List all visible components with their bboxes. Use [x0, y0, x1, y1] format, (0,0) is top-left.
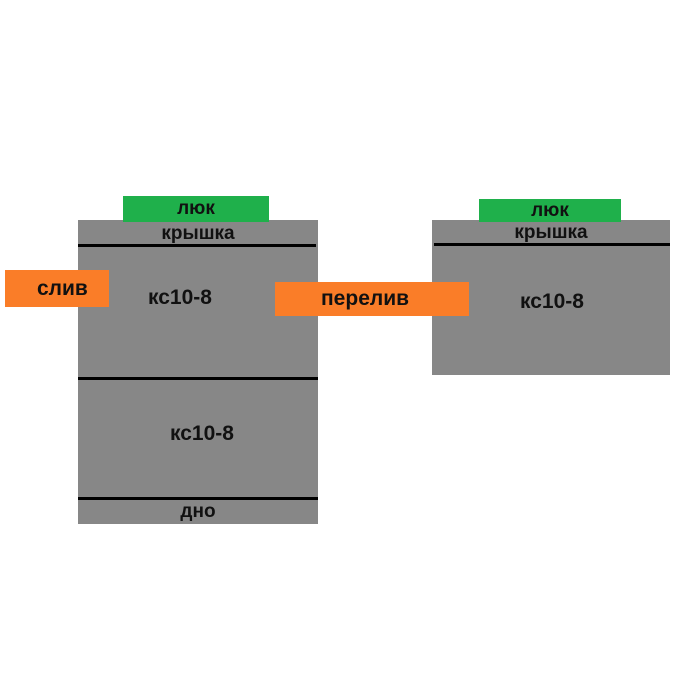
left-well-ring-top-label: кс10-8: [148, 286, 212, 309]
right-well-cover-divider: [434, 243, 670, 246]
right-well-ring-label: кс10-8: [520, 290, 584, 313]
drain-pipe-label: слив: [37, 277, 88, 300]
left-well-ring-bottom-label: кс10-8: [170, 422, 234, 445]
overflow-pipe-label: перелив: [321, 287, 410, 310]
left-well-cover-divider: [78, 244, 316, 247]
left-well-bottom-label: дно: [180, 501, 216, 522]
left-well-hatch-label: люк: [177, 198, 215, 219]
right-well-hatch: [479, 199, 621, 222]
left-well-cover-label: крышка: [161, 223, 235, 244]
right-well-cover-label: крышка: [514, 222, 588, 243]
left-well-bottom-divider: [78, 497, 318, 500]
left-well-hatch: [123, 196, 269, 222]
drain-pipe: [5, 270, 109, 307]
left-well-body: [78, 220, 318, 524]
left-well-ring-divider: [78, 377, 318, 380]
right-well-hatch-label: люк: [531, 200, 569, 221]
overflow-pipe: [275, 282, 469, 316]
